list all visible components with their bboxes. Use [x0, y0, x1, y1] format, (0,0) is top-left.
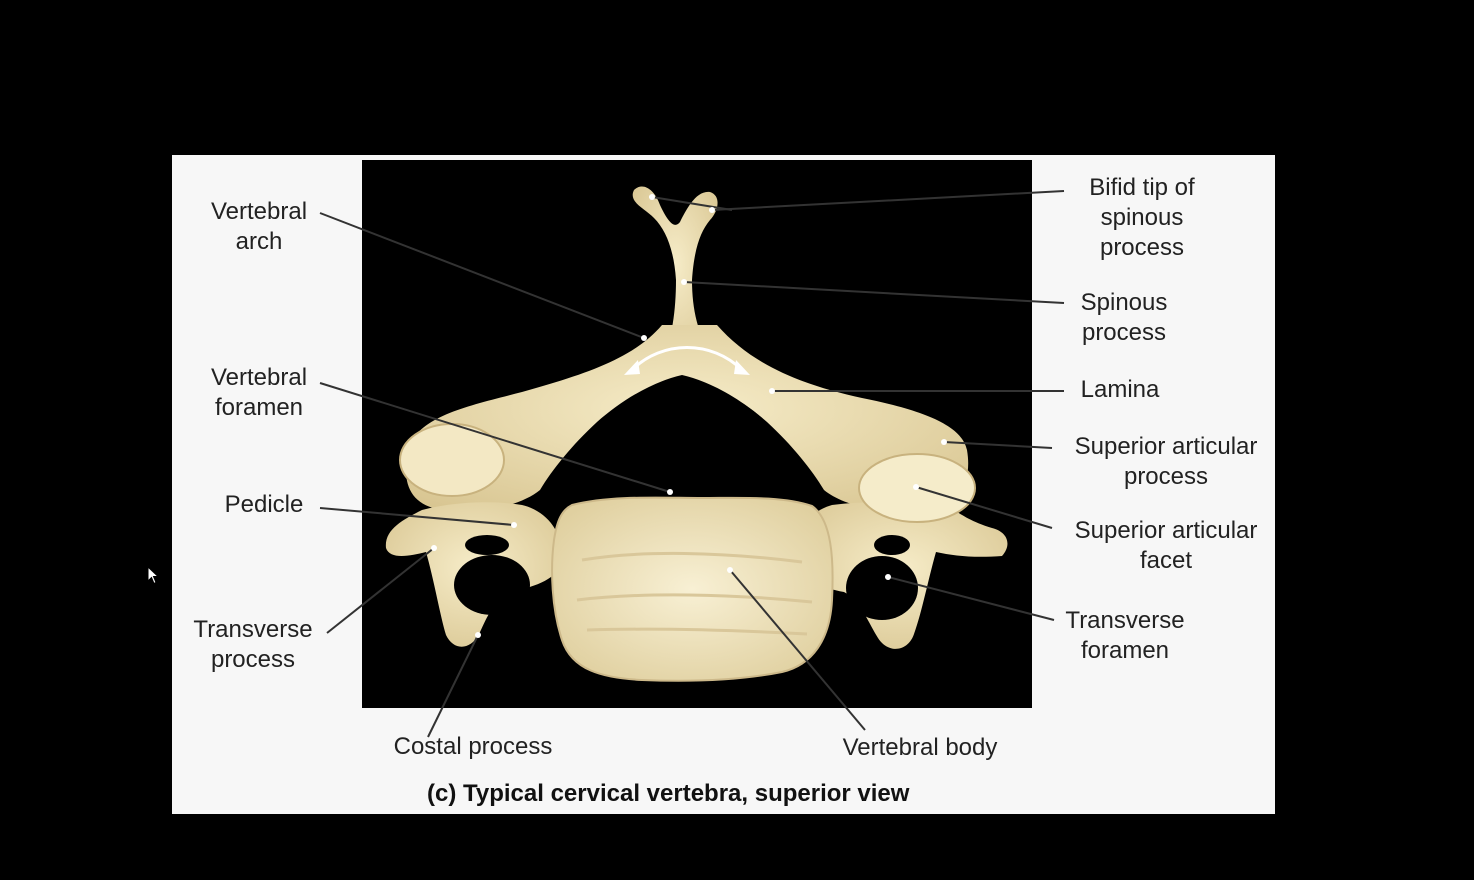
vertebral-arch-shape	[405, 325, 969, 512]
leader-line-bifid-tip-2	[651, 196, 733, 211]
body-texture-line	[576, 593, 813, 604]
leader-dot	[431, 545, 437, 551]
leader-dot	[709, 207, 715, 213]
label-vertebral-foramen: Vertebral foramen	[210, 364, 308, 421]
leader-line-superior-articular-process	[943, 441, 1053, 449]
label-pedicle: Pedicle	[224, 491, 304, 518]
arch-arrow-icon	[630, 346, 744, 372]
figure-caption: (c) Typical cervical vertebra, superior …	[427, 780, 910, 807]
leader-line-vertebral-body	[729, 569, 866, 731]
leader-dot	[681, 279, 687, 285]
spinous-process-shape	[632, 186, 718, 360]
left-transverse-foramen-upper	[465, 535, 509, 555]
label-lamina: Lamina	[1080, 376, 1160, 403]
leader-line-spinous-process	[683, 281, 1065, 304]
body-texture-line	[586, 627, 808, 636]
leader-dot	[727, 567, 733, 573]
leader-line-vertebral-arch	[319, 212, 645, 339]
label-bifid-tip: Bifid tip of spinous process	[1089, 174, 1195, 261]
leader-dot	[913, 484, 919, 490]
leader-dot	[941, 439, 947, 445]
label-superior-articular-facet: Superior articular facet	[1074, 517, 1258, 574]
leader-dot	[667, 489, 673, 495]
leader-dot	[649, 194, 655, 200]
arch-arrow-head-left	[624, 360, 640, 375]
mouse-pointer-icon	[147, 565, 161, 591]
label-transverse-foramen: Transverse foramen	[1065, 607, 1185, 664]
leader-line-transverse-process	[326, 547, 435, 634]
leader-dot	[475, 632, 481, 638]
label-spinous-process: Spinous process	[1080, 289, 1168, 346]
vertebra-illustration	[385, 186, 1008, 682]
vertebral-body-shape	[551, 496, 834, 682]
leader-line-pedicle	[319, 507, 515, 526]
label-vertebral-body: Vertebral body	[842, 734, 998, 761]
leader-line-superior-articular-facet	[915, 486, 1053, 529]
leader-line-bifid-tip	[711, 190, 1065, 211]
leader-dot	[511, 522, 517, 528]
leader-lines	[319, 190, 1065, 738]
label-vertebral-arch: Vertebral arch	[210, 198, 308, 255]
leader-line-costal-process	[427, 634, 479, 738]
right-transverse-foramen-upper	[874, 535, 910, 555]
leader-dot	[769, 388, 775, 394]
label-superior-articular-process: Superior articular process	[1074, 433, 1258, 490]
right-transverse-foramen-shape	[846, 556, 918, 620]
leader-dot	[885, 574, 891, 580]
body-texture-line	[581, 551, 803, 564]
label-transverse-process: Transverse process	[193, 616, 313, 673]
vertebra-photo	[362, 160, 1032, 708]
leader-line-transverse-foramen	[887, 576, 1055, 621]
left-transverse-foramen-shape	[454, 555, 530, 615]
leader-dot	[641, 335, 647, 341]
slide: Vertebral arch Vertebral foramen Pedicle…	[172, 155, 1275, 814]
label-costal-process: Costal process	[393, 733, 553, 760]
arch-arrow-head-right	[734, 360, 750, 375]
leader-line-vertebral-foramen	[319, 382, 671, 493]
